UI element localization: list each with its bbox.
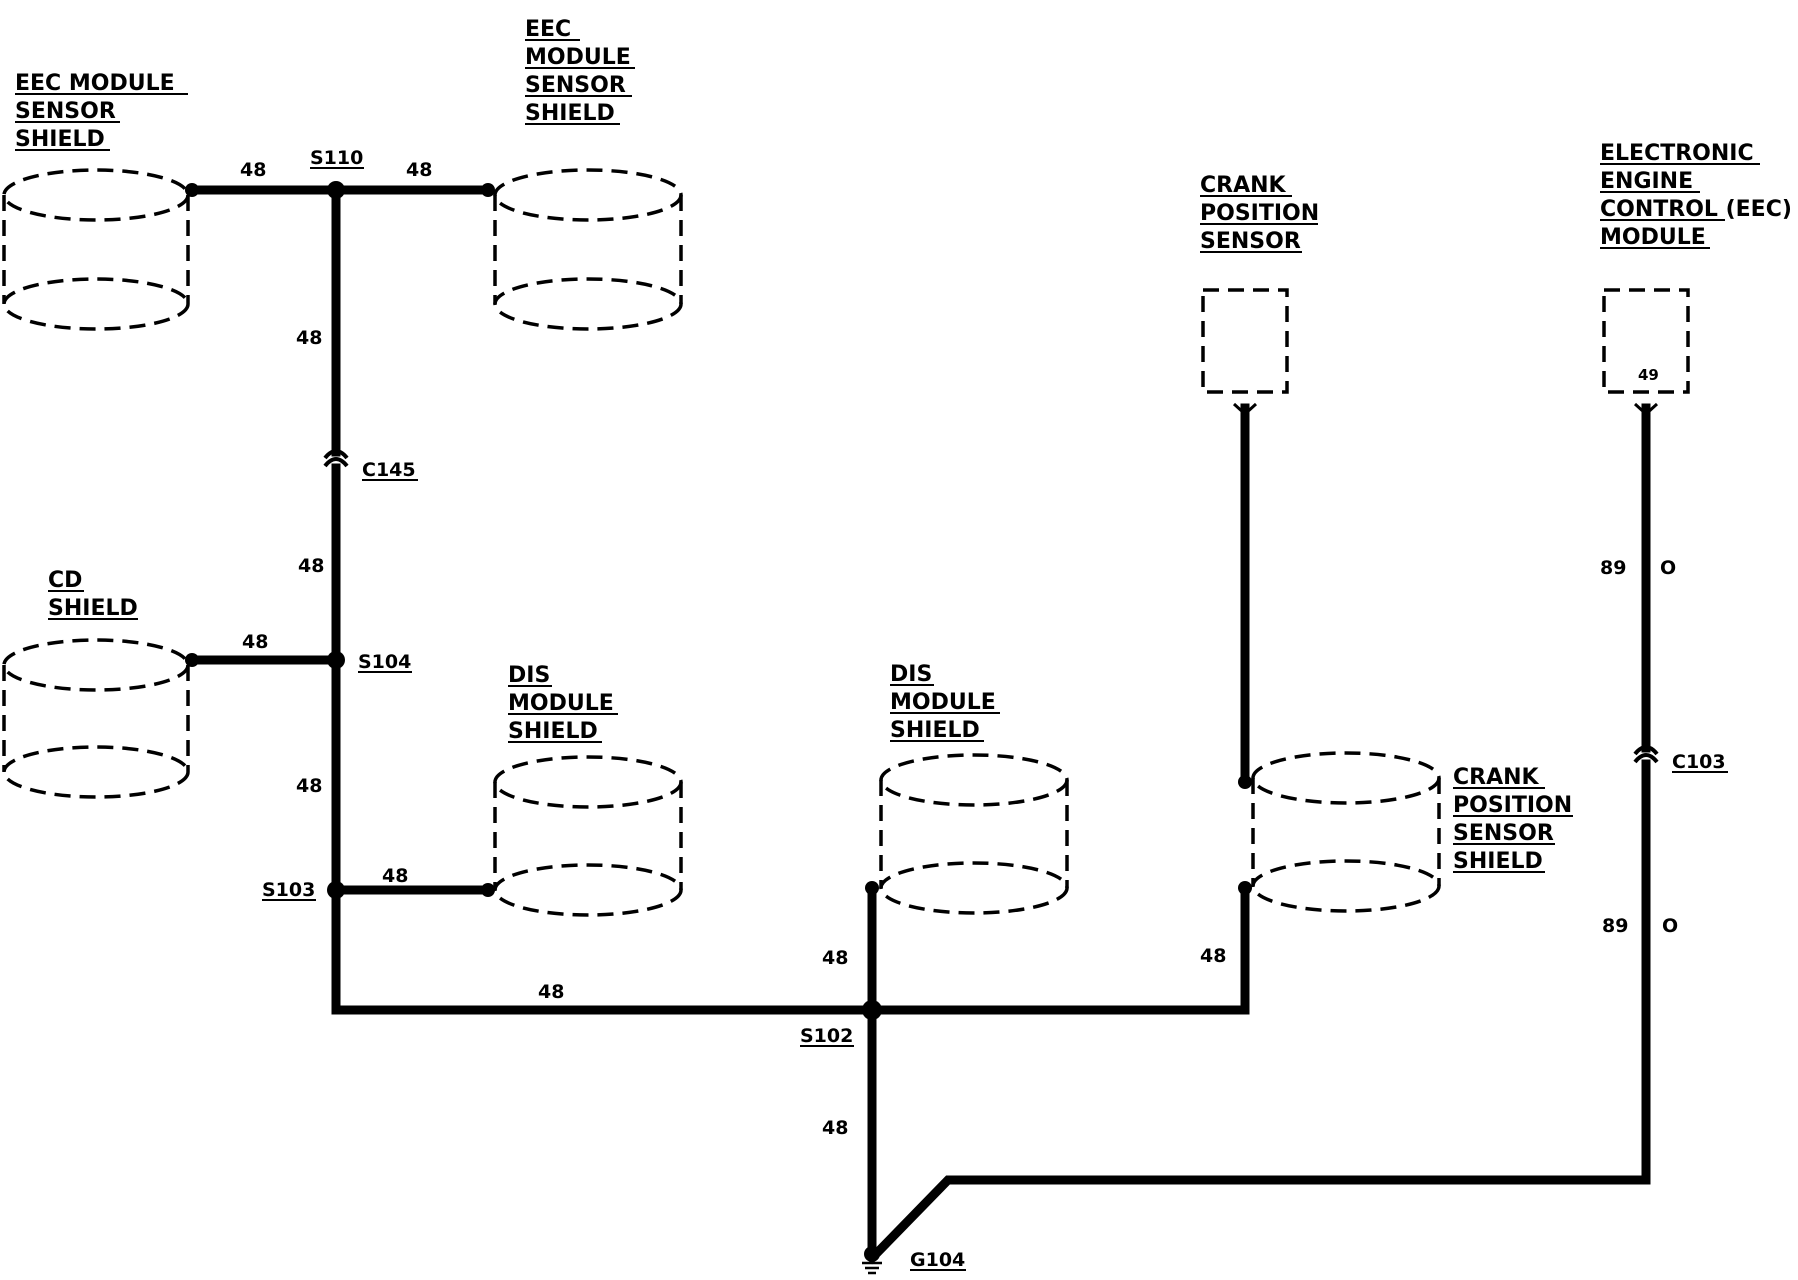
svg-text:S102: S102 <box>800 1025 853 1047</box>
svg-text:C145: C145 <box>362 459 416 481</box>
svg-text:ELECTRONIC: ELECTRONIC <box>1600 141 1754 166</box>
dis-shield-right-cylinder[interactable] <box>879 753 1069 915</box>
eec-module-box[interactable] <box>1602 288 1690 394</box>
label-eec-shield-right: EEC MODULE SENSOR SHIELD <box>525 17 635 126</box>
wire-color-upper: O <box>1660 557 1676 579</box>
svg-text:DIS: DIS <box>508 663 550 688</box>
svg-text:EEC MODULE: EEC MODULE <box>15 71 175 96</box>
splice-s103-node[interactable] <box>327 881 345 899</box>
label-crank-shield: CRANK POSITION SENSOR SHIELD <box>1453 765 1573 874</box>
svg-text:SHIELD: SHIELD <box>48 596 138 621</box>
svg-text:EEC: EEC <box>525 17 571 42</box>
svg-text:CONTROL (EEC): CONTROL (EEC) <box>1600 197 1792 222</box>
circuit-48-c145-s104: 48 <box>298 555 324 577</box>
svg-text:SHIELD: SHIELD <box>525 101 615 126</box>
svg-text:C103: C103 <box>1672 751 1726 773</box>
circuit-48-cd: 48 <box>242 631 268 653</box>
svg-text:SHIELD: SHIELD <box>890 718 980 743</box>
label-s110: S110 <box>310 147 364 169</box>
circuit-48-dis-left: 48 <box>382 865 408 887</box>
shield-junction-crank-top <box>1238 775 1252 789</box>
label-s104: S104 <box>358 651 412 673</box>
shield-junction-eec-right <box>481 183 495 197</box>
svg-text:SENSOR: SENSOR <box>525 73 626 98</box>
wires <box>187 185 1651 1265</box>
crank-sensor-terminal <box>1232 402 1258 417</box>
circuit-89-lower: 89 <box>1602 915 1628 937</box>
label-dis-shield-left: DIS MODULE SHIELD <box>508 663 618 744</box>
circuit-89-upper: 89 <box>1600 557 1626 579</box>
eec-shield-right-cylinder[interactable] <box>493 168 683 331</box>
svg-text:MODULE: MODULE <box>1600 225 1706 250</box>
svg-text:POSITION: POSITION <box>1200 201 1319 226</box>
connector-c103-symbol[interactable] <box>1633 745 1659 764</box>
cd-shield-cylinder[interactable] <box>2 638 190 799</box>
shield-junction-crank-bottom <box>1238 881 1252 895</box>
svg-text:DIS: DIS <box>890 662 932 687</box>
svg-text:S103: S103 <box>262 879 315 901</box>
label-s103: S103 <box>262 879 316 901</box>
svg-text:ENGINE: ENGINE <box>1600 169 1693 194</box>
label-dis-shield-right: DIS MODULE SHIELD <box>890 662 1000 743</box>
circuit-48-s104-s103: 48 <box>296 775 322 797</box>
shield-junction-dis-left <box>481 883 495 897</box>
label-eec-shield-left: EEC MODULE SENSOR SHIELD <box>15 71 188 152</box>
crank-sensor-box[interactable] <box>1201 288 1289 394</box>
label-s102: S102 <box>800 1025 854 1047</box>
svg-text:SENSOR: SENSOR <box>1200 229 1301 254</box>
wire-c103-g104[interactable] <box>865 759 1651 1265</box>
label-eec-module: ELECTRONIC ENGINE CONTROL (EEC) MODULE <box>1600 141 1792 250</box>
eec-shield-left-cylinder[interactable] <box>2 168 190 331</box>
splice-s110-node[interactable] <box>327 181 345 199</box>
svg-text:SENSOR: SENSOR <box>15 99 116 124</box>
circuit-labels: 48 48 48 48 48 48 48 48 48 48 48 89 O 89… <box>240 159 1678 1139</box>
eec-module-pin-49: 49 <box>1638 366 1659 384</box>
dis-shield-left-cylinder[interactable] <box>493 755 683 917</box>
svg-text:MODULE: MODULE <box>508 691 614 716</box>
svg-text:CRANK: CRANK <box>1200 173 1287 198</box>
ground-g104-symbol[interactable] <box>862 1246 882 1275</box>
label-c145: C145 <box>362 459 418 481</box>
svg-text:MODULE: MODULE <box>525 45 631 70</box>
svg-text:S104: S104 <box>358 651 411 673</box>
wire-color-lower: O <box>1662 915 1678 937</box>
circuit-48-dis-right: 48 <box>822 947 848 969</box>
wire-crank-shield-s102[interactable] <box>865 883 1250 1015</box>
svg-text:MODULE: MODULE <box>890 690 996 715</box>
shield-junction-cd <box>185 653 199 667</box>
circuit-48-s103-s102: 48 <box>538 981 564 1003</box>
label-crank-sensor: CRANK POSITION SENSOR <box>1200 173 1319 254</box>
svg-text:POSITION: POSITION <box>1453 793 1572 818</box>
svg-text:G104: G104 <box>910 1249 965 1271</box>
label-g104: G104 <box>910 1249 966 1271</box>
splice-s102-node[interactable] <box>862 1000 882 1020</box>
connector-c145-symbol[interactable] <box>323 449 349 468</box>
svg-text:SHIELD: SHIELD <box>15 127 105 152</box>
circuit-48-eec-right: 48 <box>406 159 432 181</box>
svg-text:CRANK: CRANK <box>1453 765 1540 790</box>
circuit-48-s102-g104: 48 <box>822 1117 848 1139</box>
circuit-48-crank-shield: 48 <box>1200 945 1226 967</box>
shield-junction-eec-left <box>185 183 199 197</box>
splice-s104-node[interactable] <box>327 651 345 669</box>
label-c103: C103 <box>1672 751 1728 773</box>
crank-shield-cylinder[interactable] <box>1251 751 1441 913</box>
eec-module-terminal <box>1633 402 1659 417</box>
svg-text:SENSOR: SENSOR <box>1453 821 1554 846</box>
wire-s103-s102[interactable] <box>331 885 875 1015</box>
circuit-48-eec-left: 48 <box>240 159 266 181</box>
svg-text:CD: CD <box>48 568 82 593</box>
svg-text:S110: S110 <box>310 147 363 169</box>
circuit-48-s110-c145: 48 <box>296 327 322 349</box>
shield-junction-dis-right <box>865 881 879 895</box>
svg-text:SHIELD: SHIELD <box>1453 849 1543 874</box>
svg-text:SHIELD: SHIELD <box>508 719 598 744</box>
label-cd-shield: CD SHIELD <box>48 568 138 621</box>
